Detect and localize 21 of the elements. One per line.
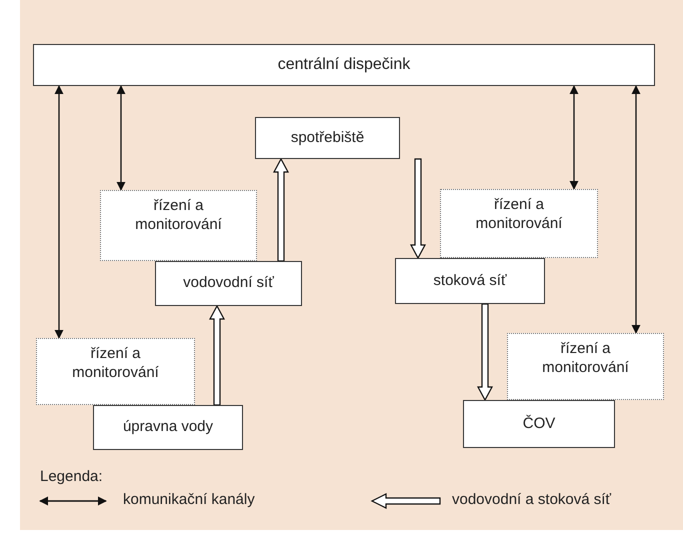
flow-arrow	[410, 158, 426, 260]
communication-arrow	[54, 85, 64, 339]
legend-text: vodovodní a stoková síť	[452, 491, 612, 508]
dispatch-box: centrální dispečink	[33, 44, 655, 86]
process-box: spotřebiště	[255, 117, 400, 159]
communication-arrow	[570, 85, 578, 190]
control-box: řízení a monitorování	[100, 190, 257, 261]
control-box: řízení a monitorování	[36, 338, 195, 405]
process-box: úpravna vody	[93, 405, 243, 450]
legend-text: komunikační kanály	[123, 491, 255, 508]
control-box: řízení a monitorování	[507, 333, 664, 400]
process-box: stoková síť	[395, 258, 545, 304]
legend-heading: Legenda:	[40, 468, 103, 485]
flow-arrow	[209, 304, 225, 406]
process-box: ČOV	[463, 400, 615, 448]
control-box: řízení a monitorování	[440, 189, 598, 258]
flow-arrow	[477, 303, 493, 402]
process-box: vodovodní síť	[155, 261, 302, 306]
communication-arrow	[632, 85, 640, 334]
communication-arrow	[116, 85, 126, 191]
flow-arrow	[273, 158, 289, 262]
